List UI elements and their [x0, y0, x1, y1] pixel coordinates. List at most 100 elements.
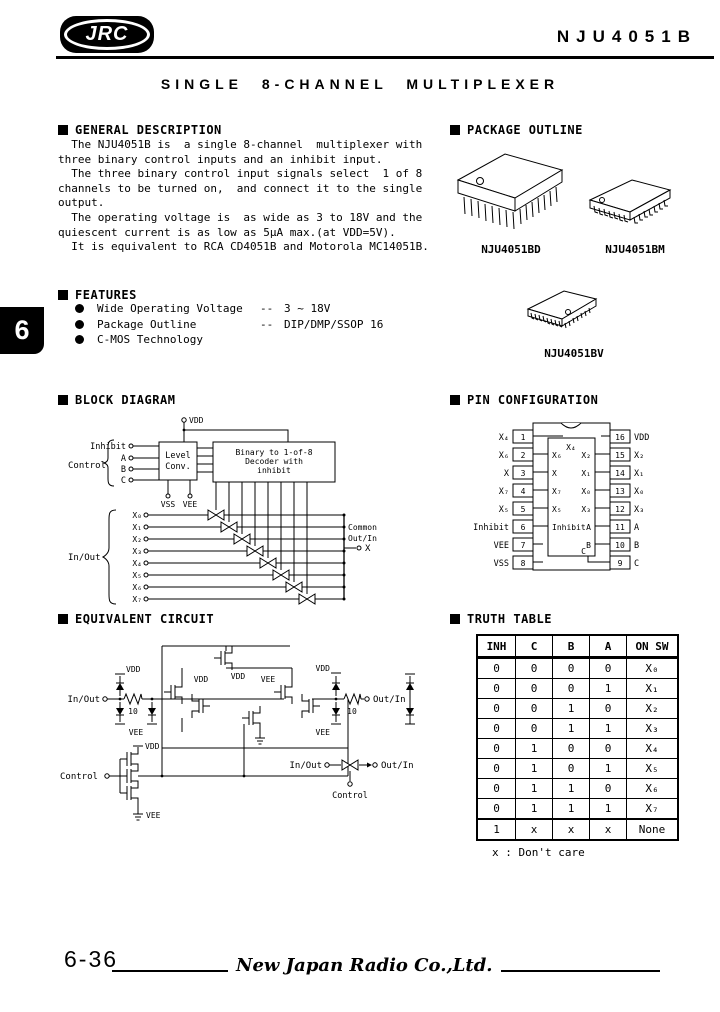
general-description-heading: GENERAL DESCRIPTION	[58, 123, 222, 137]
svg-text:A: A	[634, 523, 639, 533]
package-label-dmp: NJU4051BM	[605, 243, 665, 256]
svg-text:X₅: X₅	[132, 571, 142, 580]
equivalent-circuit-heading: EQUIVALENT CIRCUIT	[58, 612, 214, 626]
bullet-icon	[75, 319, 84, 329]
control-terminal-label: Control	[60, 772, 98, 782]
vee-label: VEE	[129, 728, 144, 737]
description-line: quiescent current is as low as 5μA max.(…	[58, 225, 396, 239]
svg-text:7: 7	[521, 541, 526, 550]
svg-text:X: X	[504, 469, 510, 479]
svg-text:VDD: VDD	[316, 664, 331, 673]
svg-text:VDD: VDD	[145, 742, 160, 751]
transmission-gates	[207, 482, 316, 605]
vee-label: VEE	[183, 500, 198, 509]
svg-text:inhibit: inhibit	[257, 466, 291, 475]
description-line: output.	[58, 196, 105, 210]
symbol-control-label: Control	[332, 791, 368, 801]
svg-text:C: C	[634, 559, 639, 569]
inner-top-label: X₄	[566, 443, 576, 452]
right-pins: 16 15 14 13 12 11 10 9 VDD X₂ X₁ X₀ X₃ A…	[587, 429, 649, 570]
svg-text:X₁: X₁	[634, 469, 644, 479]
svg-text:B: B	[634, 541, 639, 551]
channel-rows: X₀ X₁ X₂ X₃ X₄ X₅ X₆ X₇	[132, 511, 344, 604]
svg-text:3: 3	[521, 469, 526, 478]
notch-icon	[560, 422, 582, 429]
svg-text:Decoder with: Decoder with	[245, 457, 303, 466]
level-conv-label: Level	[165, 451, 191, 461]
package-label-ssop: NJU4051BV	[544, 347, 604, 360]
jrc-logo-text: JRC	[85, 23, 129, 45]
svg-text:VEE: VEE	[494, 541, 509, 551]
svg-text:Conv.: Conv.	[165, 462, 191, 472]
jrc-logo-ellipse	[64, 19, 150, 50]
pin-configuration-heading: PIN CONFIGURATION	[450, 393, 598, 407]
feature-item: Package Outline -- DIP/DMP/SSOP 16	[75, 317, 383, 333]
svg-text:VDD: VDD	[231, 672, 246, 681]
description-line: three binary control inputs and an inhib…	[58, 152, 383, 166]
section-bullet-icon	[450, 395, 460, 405]
svg-text:X₆: X₆	[552, 451, 562, 460]
common-label: Common	[348, 523, 377, 532]
common-x-label: X	[365, 544, 371, 554]
svg-text:X₂: X₂	[634, 451, 644, 461]
vss-label: VSS	[161, 500, 176, 509]
svg-text:12: 12	[615, 505, 625, 514]
svg-text:X₄: X₄	[132, 559, 142, 568]
svg-text:X₆: X₆	[499, 451, 509, 461]
outin-terminal-label: Out/In	[373, 695, 406, 705]
section-bullet-icon	[58, 614, 68, 624]
svg-text:X₆: X₆	[132, 583, 142, 592]
input-c-label: C	[121, 476, 126, 486]
inout-label: In/Out	[68, 553, 101, 563]
description-line: It is equivalent to RCA CD4051B and Moto…	[58, 240, 429, 254]
svg-text:10: 10	[347, 707, 357, 716]
pin-configuration-diagram: 1 2 3 4 5 6 7 8 X₄ X₆ X X₇ X₅ Inhibit VE…	[473, 422, 649, 571]
truth-table-note: x : Don't care	[492, 846, 585, 859]
vdd-label: VDD	[189, 416, 204, 425]
svg-text:VDD: VDD	[194, 675, 209, 684]
svg-text:4: 4	[521, 487, 526, 496]
header-rule	[56, 56, 714, 59]
description-line: channels to be turned on, and connect it…	[58, 181, 423, 195]
description-line: The NJU4051B is a single 8-channel multi…	[58, 138, 423, 151]
page-number: 6-36	[64, 946, 119, 972]
svg-text:Inhibit: Inhibit	[473, 523, 509, 533]
svg-text:X₅: X₅	[552, 505, 562, 514]
package-drawing-dip	[456, 153, 564, 230]
svg-text:X₁: X₁	[581, 469, 591, 478]
resistor-value: 10	[128, 707, 138, 716]
svg-text:X₀: X₀	[581, 487, 591, 496]
svg-text:X₅: X₅	[499, 505, 509, 515]
svg-text:X: X	[552, 469, 557, 478]
feature-item: C-MOS Technology	[75, 332, 383, 348]
svg-text:X₃: X₃	[132, 547, 142, 556]
svg-text:X₇: X₇	[552, 487, 562, 496]
features-list: Wide Operating Voltage -- 3 ~ 18V Packag…	[75, 301, 383, 348]
feature-item: Wide Operating Voltage -- 3 ~ 18V	[75, 301, 383, 317]
svg-text:8: 8	[521, 559, 526, 568]
page-title: SINGLE 8-CHANNEL MULTIPLEXER	[160, 76, 560, 92]
decoder-label: Binary to 1-of-8	[235, 448, 312, 457]
bullet-icon	[75, 335, 84, 345]
inout-brace	[101, 509, 117, 605]
jrc-logo: JRC	[60, 16, 154, 53]
svg-text:11: 11	[615, 523, 625, 532]
left-pins: 1 2 3 4 5 6 7 8 X₄ X₆ X X₇ X₅ Inhibit VE…	[473, 429, 563, 570]
svg-text:X₂: X₂	[132, 535, 142, 544]
inner-bottom-label: C	[581, 547, 586, 556]
package-drawing-ssop	[526, 290, 598, 329]
svg-text:1: 1	[521, 433, 526, 442]
part-number: NJU4051B	[556, 27, 697, 46]
truth-table-header-row: INH C B A ON SW	[476, 634, 679, 659]
svg-text:15: 15	[615, 451, 625, 460]
section-bullet-icon	[58, 125, 68, 135]
svg-text:VDD: VDD	[634, 433, 649, 443]
svg-text:2: 2	[521, 451, 526, 460]
control-brace	[102, 439, 115, 487]
